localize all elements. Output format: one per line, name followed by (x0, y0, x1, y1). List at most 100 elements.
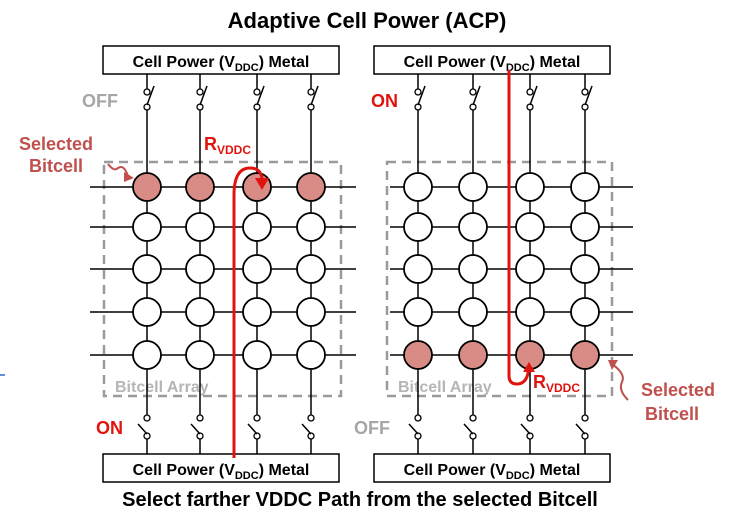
left-bitcell (132, 254, 162, 284)
diagram-title: Adaptive Cell Power (ACP) (228, 8, 507, 33)
left-bottom-switch-contact (307, 414, 315, 422)
left-panel: Cell Power (VDDC) Metal Cell Power (VDDC… (102, 45, 343, 483)
left-top-switch-contact (307, 88, 315, 96)
right-top-switch-contact (526, 88, 534, 96)
right-current-arrowhead (523, 362, 535, 372)
right-bottom-metal-box (373, 453, 611, 483)
right-top-switch-blade (417, 85, 426, 106)
left-bottom-switch-contact (143, 414, 151, 422)
left-selected-bitcell (185, 172, 215, 202)
right-bitcell (515, 172, 545, 202)
right-bitcell (403, 172, 433, 202)
left-selected-pointer (107, 163, 129, 177)
left-bottom-metal-label: Cell Power (VDDC) Metal (133, 462, 310, 482)
left-top-switch-contact (143, 88, 151, 96)
left-bitcell (242, 212, 272, 242)
right-bitcell (570, 254, 600, 284)
left-bitcell (185, 340, 215, 370)
left-bitcell (296, 254, 326, 284)
right-selected-pointer (611, 363, 629, 401)
right-bottom-switch-contact (414, 414, 422, 422)
right-bitcell (458, 297, 488, 327)
right-bitcell (515, 254, 545, 284)
left-bitcell (185, 212, 215, 242)
left-bottom-switch-state: ON (96, 418, 123, 438)
bitcell-grids (90, 74, 633, 454)
right-selected-label-line2: Bitcell (645, 404, 699, 424)
left-array-border (102, 160, 343, 398)
right-selected-bitcell (458, 340, 488, 370)
left-bitcell (185, 297, 215, 327)
left-bitcell (242, 297, 272, 327)
left-bottom-switch-contact (196, 414, 204, 422)
right-top-metal-box (373, 45, 611, 75)
right-rvddc-label: RVDDC (533, 372, 580, 395)
right-bitcell (515, 297, 545, 327)
left-bitcell (242, 340, 272, 370)
left-bottom-switch-blade (301, 423, 312, 435)
right-bitcell (458, 254, 488, 284)
left-bitcell (296, 297, 326, 327)
right-bottom-switch-state: OFF (354, 418, 390, 438)
right-array-border (385, 160, 614, 398)
right-bitcell (515, 212, 545, 242)
left-top-switch-blade (146, 85, 155, 106)
left-rvddc-label: RVDDC (204, 134, 251, 157)
right-bottom-switch-blade (520, 423, 531, 435)
left-current-arrowhead (255, 178, 269, 190)
right-top-switch-blade (584, 85, 593, 106)
left-top-metal-box (102, 45, 340, 75)
left-top-switch-state: OFF (82, 91, 118, 111)
right-bitcell (403, 254, 433, 284)
right-top-switch-contact (469, 88, 477, 96)
diagram-caption: Select farther VDDC Path from the select… (122, 489, 598, 511)
left-top-switch-blade (256, 85, 265, 106)
left-bottom-switch-blade (137, 423, 148, 435)
right-bitcell (403, 212, 433, 242)
right-array-label: Bitcell Array (398, 379, 492, 396)
right-selected-label-line1: Selected (641, 380, 715, 400)
right-bottom-switch-contact (526, 414, 534, 422)
right-top-switch-blade (472, 85, 481, 106)
left-bottom-switch-contact (253, 414, 261, 422)
right-bottom-switch-blade (575, 423, 586, 435)
right-bottom-switch-blade (463, 423, 474, 435)
right-selected-bitcell (570, 340, 600, 370)
right-selected-bitcell (403, 340, 433, 370)
left-bitcell (242, 254, 272, 284)
left-selected-bitcell (242, 172, 272, 202)
left-top-switch-blade (310, 85, 319, 106)
right-bitcell (570, 297, 600, 327)
right-selected-pointer-head (608, 360, 618, 370)
left-bottom-switch-blade (247, 423, 258, 435)
left-top-switch-contact (253, 88, 261, 96)
right-bottom-metal-label: Cell Power (VDDC) Metal (404, 462, 581, 482)
left-bitcell (185, 254, 215, 284)
right-top-metal-label: Cell Power (VDDC) Metal (404, 54, 581, 74)
right-bottom-switch-contact (469, 414, 477, 422)
left-selected-label-line2: Bitcell (29, 156, 83, 176)
right-top-switch-blade (529, 85, 538, 106)
left-selected-pointer-head (124, 172, 134, 182)
right-top-switch-contact (581, 88, 589, 96)
right-top-switch-state: ON (371, 91, 398, 111)
right-bitcell (458, 212, 488, 242)
left-array-label: Bitcell Array (115, 379, 209, 396)
right-bitcell (403, 297, 433, 327)
right-panel: Cell Power (VDDC) Metal Cell Power (VDDC… (373, 45, 614, 483)
left-bitcell (132, 340, 162, 370)
left-bitcell (132, 212, 162, 242)
right-bitcell (458, 172, 488, 202)
left-current-path (232, 166, 264, 458)
right-bottom-switch-blade (408, 423, 419, 435)
right-top-switch-contact (414, 88, 422, 96)
left-selected-label-line1: Selected (19, 134, 93, 154)
right-bitcell (570, 172, 600, 202)
left-top-switch-blade (199, 85, 208, 106)
left-selected-bitcell (296, 172, 326, 202)
left-bottom-switch-blade (190, 423, 201, 435)
left-top-metal-label: Cell Power (VDDC) Metal (133, 54, 310, 74)
right-bottom-switch-contact (581, 414, 589, 422)
left-bottom-metal-box (102, 453, 340, 483)
